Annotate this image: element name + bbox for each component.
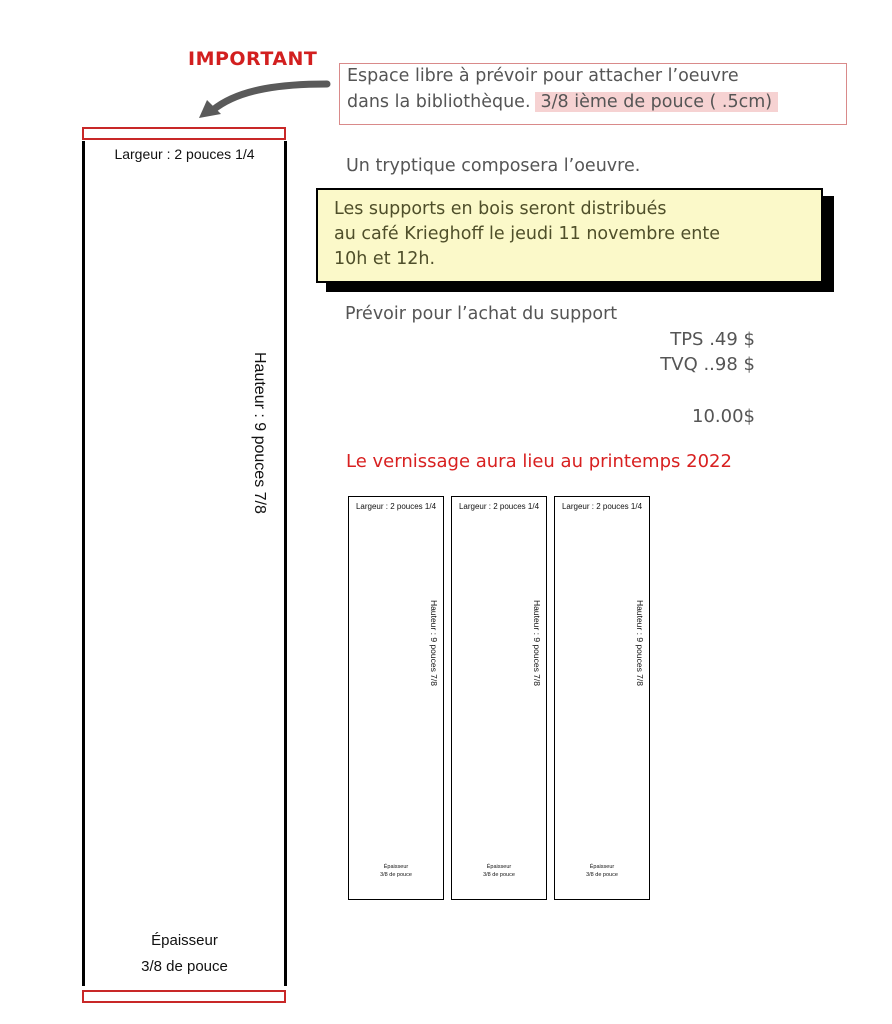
mini-panel-3 xyxy=(554,496,650,900)
mini-panel-3-thickness-value: 3/8 de pouce xyxy=(586,872,618,878)
total-amount: 10.00$ xyxy=(692,406,755,427)
mini-panel-1 xyxy=(348,496,444,900)
mini-panel-1-width: Largeur : 2 pouces 1/4 xyxy=(355,502,437,511)
tvq-amount: TVQ ..98 $ xyxy=(660,354,755,375)
note-highlight: 3/8 ième de pouce ( .5cm) xyxy=(534,92,779,112)
important-label: IMPORTANT xyxy=(188,48,318,70)
panel-width-label: Largeur : 2 pouces 1/4 xyxy=(114,146,255,162)
panel-thickness-label: Épaisseur xyxy=(151,932,218,949)
mini-panel-2-width: Largeur : 2 pouces 1/4 xyxy=(458,502,540,511)
mini-panel-2-thickness-value: 3/8 de pouce xyxy=(483,872,515,878)
note-line-2-text: dans la bibliothèque. xyxy=(347,92,531,112)
mini-panel-3-thickness-label: Épaisseur xyxy=(589,864,615,870)
mini-panel-3-width: Largeur : 2 pouces 1/4 xyxy=(561,502,643,511)
tps-amount: TPS .49 $ xyxy=(670,329,755,350)
info-line-1: Les supports en bois seront distribués xyxy=(334,199,667,219)
mini-panel-1-height: Hauteur : 9 pouces 7/8 xyxy=(429,600,439,687)
note-line-2: dans la bibliothèque.3/8 ième de pouce (… xyxy=(347,92,779,112)
mini-panel-2-thickness: Épaisseur 3/8 de pouce xyxy=(451,863,547,879)
note-line-1: Espace libre à prévoir pour attacher l’o… xyxy=(347,66,739,86)
top-slot xyxy=(82,127,286,140)
vernissage-text: Le vernissage aura lieu au printemps 202… xyxy=(346,451,732,472)
info-box xyxy=(316,188,823,283)
mini-panel-1-thickness: Épaisseur 3/8 de pouce xyxy=(348,863,444,879)
panel-diagram xyxy=(82,141,287,986)
mini-panel-2 xyxy=(451,496,547,900)
pricing-intro: Prévoir pour l’achat du support xyxy=(345,304,618,324)
triptych-text: Un tryptique composera l’oeuvre. xyxy=(346,156,641,176)
panel-thickness-value: 3/8 de pouce xyxy=(141,958,228,975)
mini-panel-1-thickness-value: 3/8 de pouce xyxy=(380,872,412,878)
bottom-slot xyxy=(82,990,286,1003)
panel-height-label: Hauteur : 9 pouces 7/8 xyxy=(251,352,268,514)
mini-panel-2-thickness-label: Épaisseur xyxy=(486,864,512,870)
arrow-icon xyxy=(199,80,331,118)
info-line-3: 10h et 12h. xyxy=(334,249,436,269)
mini-panel-2-height: Hauteur : 9 pouces 7/8 xyxy=(532,600,542,687)
mini-panel-1-thickness-label: Épaisseur xyxy=(383,864,409,870)
mini-panel-3-height: Hauteur : 9 pouces 7/8 xyxy=(635,600,645,687)
info-line-2: au café Krieghoff le jeudi 11 novembre e… xyxy=(334,224,721,244)
mini-panel-3-thickness: Épaisseur 3/8 de pouce xyxy=(554,863,650,879)
